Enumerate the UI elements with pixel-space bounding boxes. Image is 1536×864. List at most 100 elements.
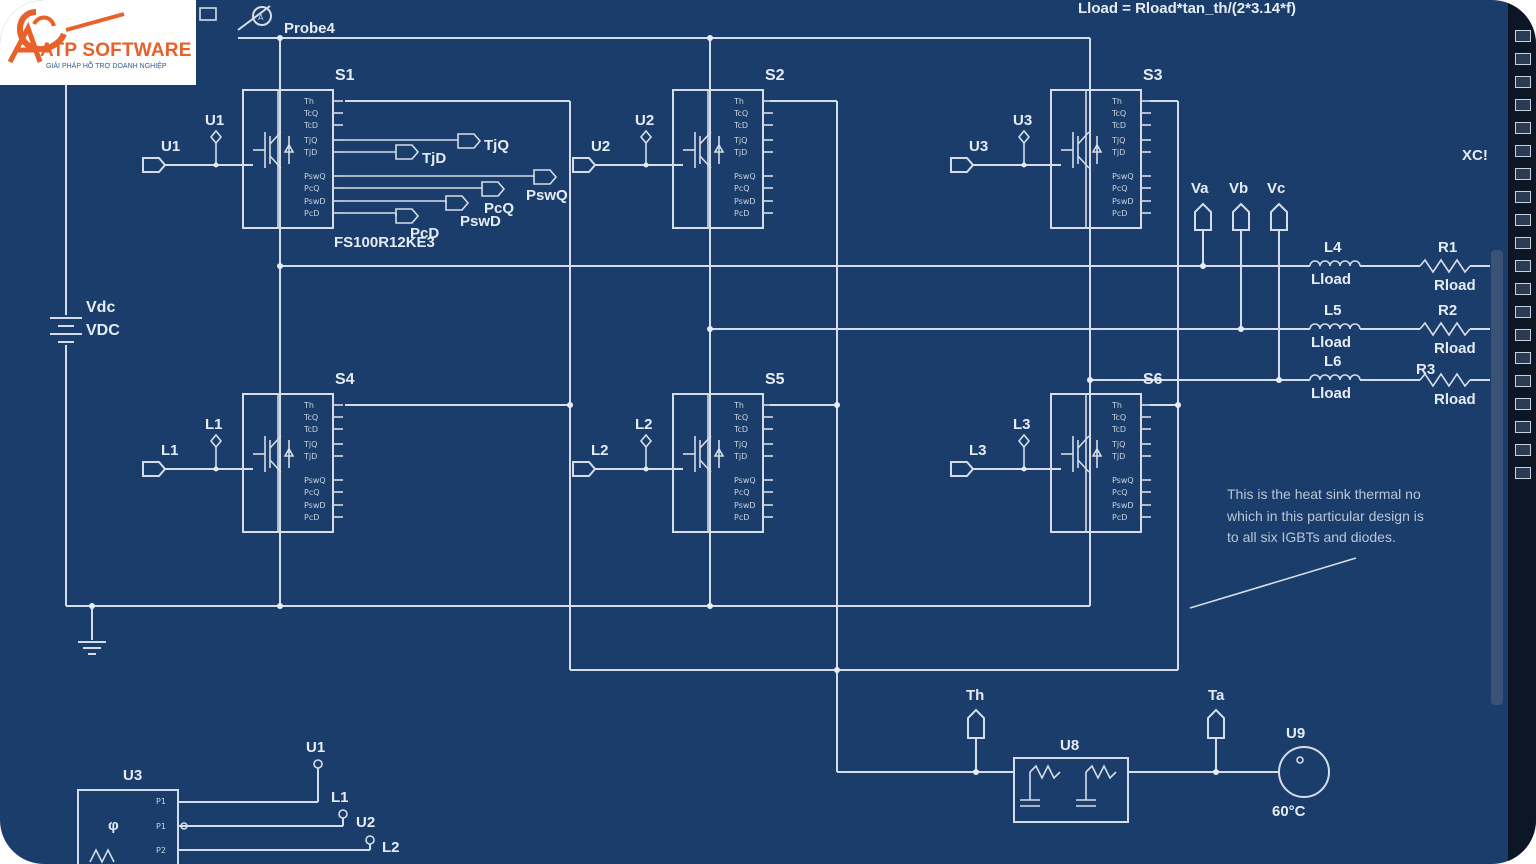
pin-label: PswD bbox=[1112, 501, 1134, 510]
ta-probe[interactable]: Ta bbox=[1207, 687, 1225, 739]
dc-source[interactable]: Vdc VDC bbox=[50, 299, 120, 343]
pin-label: PcQ bbox=[304, 184, 320, 193]
current-probe[interactable]: A Probe4 bbox=[199, 5, 336, 37]
inductor-name: L6 bbox=[1324, 353, 1342, 370]
toolbar-component-icon[interactable] bbox=[1515, 30, 1531, 42]
pin-label: PcD bbox=[304, 209, 319, 218]
toolbar-component-icon[interactable] bbox=[1515, 375, 1531, 387]
voltage-probes: Va Vb Vc bbox=[1191, 180, 1288, 231]
toolbar-component-icon[interactable] bbox=[1515, 76, 1531, 88]
gate-port-label: U3 bbox=[969, 138, 988, 155]
th-probe[interactable]: Th bbox=[966, 687, 985, 739]
toolbar-component-icon[interactable] bbox=[1515, 168, 1531, 180]
gate-probe-label: L3 bbox=[1013, 416, 1031, 433]
gate-port-label: L1 bbox=[161, 442, 179, 459]
module-name: S4 bbox=[335, 371, 355, 388]
atp-software-logo: ATP SOFTWARE GIẢI PHÁP HỖ TRỢ DOANH NGHI… bbox=[0, 0, 196, 85]
inductor-name: L4 bbox=[1324, 239, 1342, 256]
toolbar-component-icon[interactable] bbox=[1515, 214, 1531, 226]
pin-label: TjQ bbox=[733, 440, 747, 449]
gate-port-label: L3 bbox=[969, 442, 987, 459]
note-line-2: which in this particular design is bbox=[1226, 508, 1424, 524]
pin-label: PcQ bbox=[734, 184, 750, 193]
note-line-1: This is the heat sink thermal no bbox=[1227, 486, 1421, 502]
voltage-probe-vc[interactable]: Vc bbox=[1267, 180, 1288, 231]
s1-output-label: PswQ bbox=[526, 187, 568, 204]
toolbar-component-icon[interactable] bbox=[1515, 306, 1531, 318]
module-name: S2 bbox=[765, 67, 785, 84]
pwm-label: U3 bbox=[123, 767, 142, 784]
pin-label: Th bbox=[733, 401, 744, 410]
toolbar-component-icon[interactable] bbox=[1515, 53, 1531, 65]
probe-label: Probe4 bbox=[284, 20, 336, 37]
logo-brand: ATP SOFTWARE bbox=[40, 40, 192, 61]
pin-label: PswD bbox=[734, 501, 756, 510]
pwm-pin-3: P2 bbox=[156, 846, 166, 855]
toolbar-component-icon[interactable] bbox=[1515, 444, 1531, 456]
resistor-name: R1 bbox=[1438, 239, 1457, 256]
thermal-bus bbox=[345, 100, 1278, 773]
vertical-scrollbar[interactable] bbox=[1491, 250, 1503, 705]
pin-label: Th bbox=[1111, 97, 1122, 106]
voltage-probe-label: Vb bbox=[1229, 180, 1248, 197]
thermal-network[interactable]: U8 bbox=[1013, 737, 1129, 823]
gate-port-label: U1 bbox=[161, 138, 180, 155]
s1-output-label: TjD bbox=[422, 150, 446, 167]
toolbar-component-icon[interactable] bbox=[1515, 260, 1531, 272]
pin-label: TcD bbox=[733, 425, 748, 434]
voltage-probe-label: Va bbox=[1191, 180, 1209, 197]
pin-label: PswD bbox=[1112, 197, 1134, 206]
pin-label: PswD bbox=[304, 501, 326, 510]
toolbar-component-icon[interactable] bbox=[1515, 352, 1531, 364]
pwm-out-l2: L2 bbox=[382, 839, 400, 856]
toolbar-component-icon[interactable] bbox=[1515, 283, 1531, 295]
pin-label: PswD bbox=[304, 197, 326, 206]
ta-label: Ta bbox=[1208, 687, 1225, 704]
inductor-name: L5 bbox=[1324, 302, 1342, 319]
toolbar-component-icon[interactable] bbox=[1515, 122, 1531, 134]
pin-label: PcD bbox=[734, 513, 749, 522]
voltage-probe-vb[interactable]: Vb bbox=[1229, 180, 1250, 231]
toolbar-component-icon[interactable] bbox=[1515, 398, 1531, 410]
resistor-name: R2 bbox=[1438, 302, 1457, 319]
pin-label: PcD bbox=[734, 209, 749, 218]
ammeter-icon: A bbox=[258, 13, 264, 22]
ambient-temperature-source[interactable]: U9 60°C bbox=[1272, 725, 1330, 820]
pwm-pin-2: P1 bbox=[156, 822, 166, 831]
note-line-3: to all six IGBTs and diodes. bbox=[1227, 529, 1396, 545]
toolbar-component-icon[interactable] bbox=[1515, 237, 1531, 249]
pin-label: TcQ bbox=[733, 109, 748, 118]
toolbar-component-icon[interactable] bbox=[1515, 191, 1531, 203]
pin-label: PswQ bbox=[1112, 172, 1134, 181]
voltage-probe-va[interactable]: Va bbox=[1191, 180, 1212, 231]
rl-loads: L4LloadR1RloadL5LloadR2RloadL6LloadR3Rlo… bbox=[1309, 239, 1476, 408]
pin-label: Th bbox=[1111, 401, 1122, 410]
toolbar-component-icon[interactable] bbox=[1515, 467, 1531, 479]
toolbar-component-icon[interactable] bbox=[1515, 99, 1531, 111]
toolbar-component-icon[interactable] bbox=[1515, 145, 1531, 157]
inductor-value: Lload bbox=[1311, 271, 1351, 288]
toolbar-component-icon[interactable] bbox=[1515, 329, 1531, 341]
pin-label: PcQ bbox=[304, 488, 320, 497]
pwm-generator[interactable]: U3 φ P1 P1 P2 U1 L1 U2 L2 bbox=[77, 739, 400, 864]
pin-label: PswQ bbox=[304, 172, 326, 181]
pwm-out-l1: L1 bbox=[331, 789, 349, 806]
toolbar-component-icon[interactable] bbox=[1515, 421, 1531, 433]
igbt-modules: ThTcQTcDTjQTjDPswQPcQPswDPcDS1U1U1ThTcQT… bbox=[142, 67, 1163, 533]
resistor-value: Rload bbox=[1434, 340, 1476, 357]
pin-label: TcD bbox=[303, 425, 318, 434]
pin-label: PswQ bbox=[734, 476, 756, 485]
